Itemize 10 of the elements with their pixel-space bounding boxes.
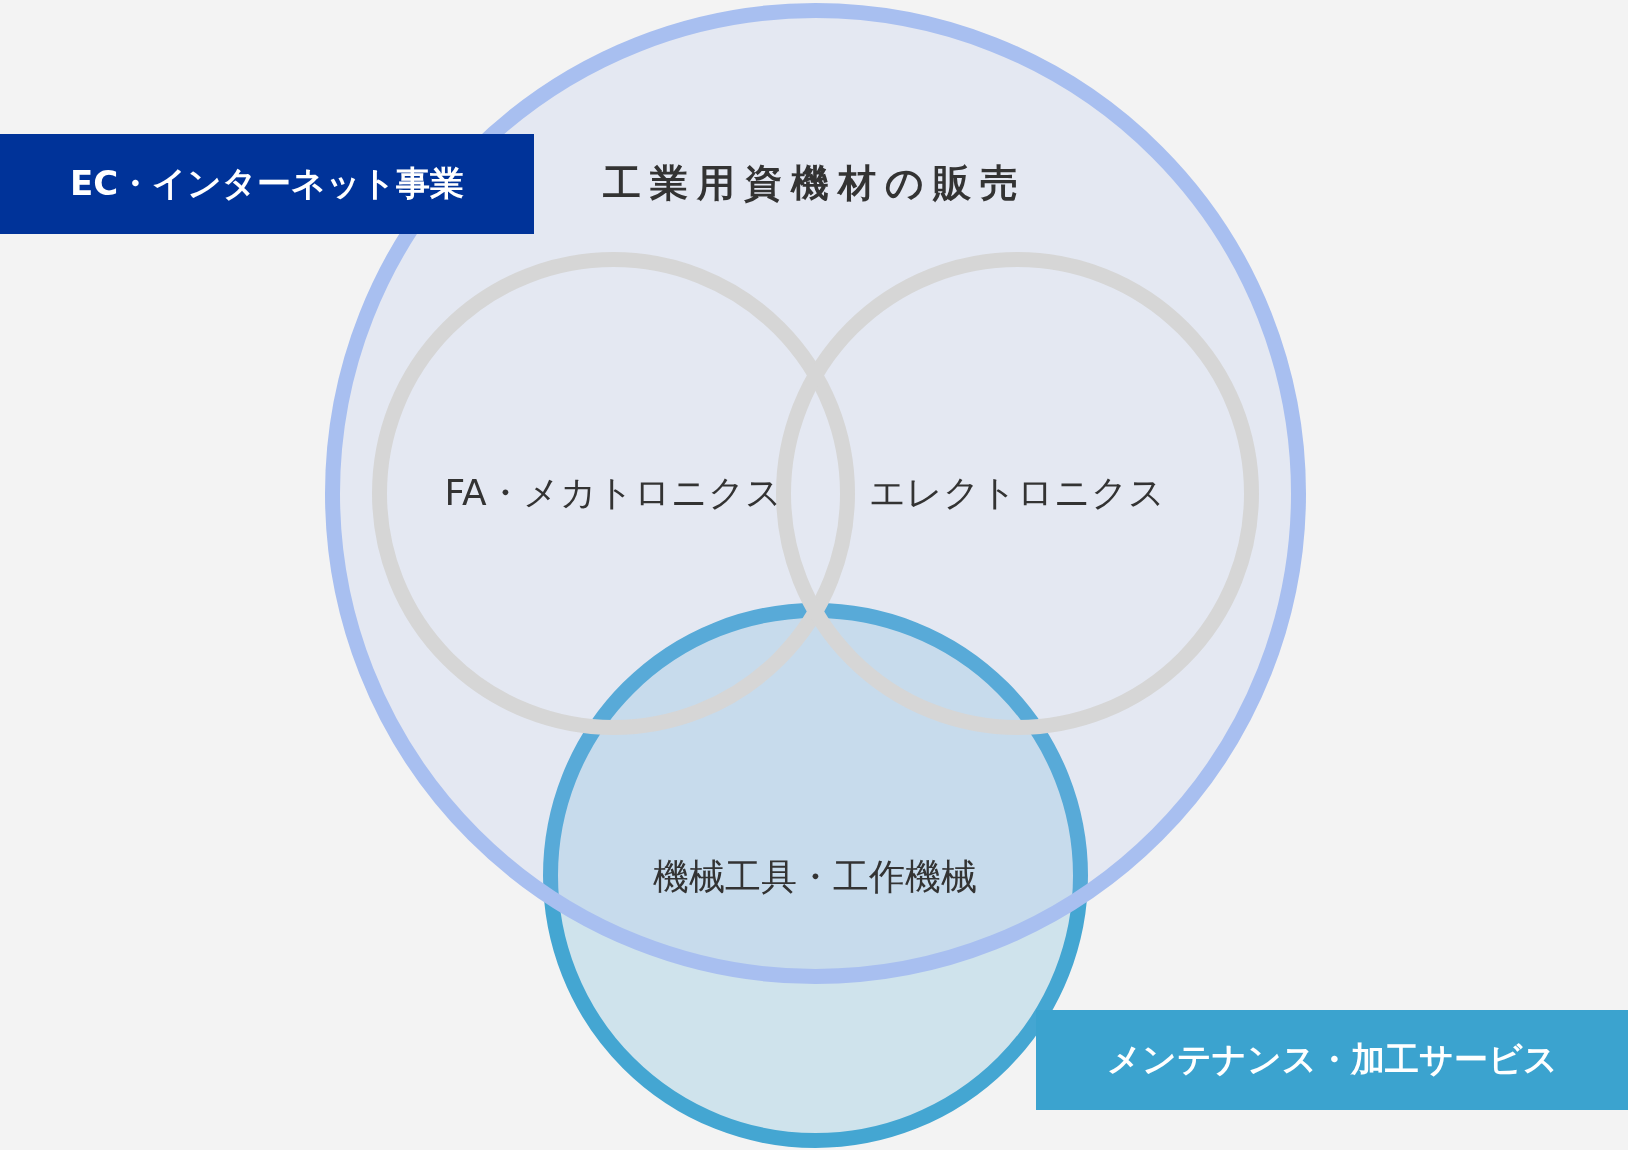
heading: 工業用資機材の販売 bbox=[603, 161, 1027, 207]
venn-circle bbox=[542, 602, 1088, 1148]
category-banner: メンテナンス・加工サービス bbox=[1036, 1010, 1628, 1110]
venn-circle bbox=[371, 251, 855, 735]
circle-label: 機械工具・工作機械 bbox=[653, 855, 977, 899]
venn-circle bbox=[775, 251, 1259, 735]
category-banner: EC・インターネット事業 bbox=[0, 134, 534, 234]
circle-label: エレクトロニクス bbox=[869, 471, 1165, 515]
circle-label: FA・メカトロニクス bbox=[444, 471, 782, 515]
outer-circle bbox=[324, 2, 1306, 984]
